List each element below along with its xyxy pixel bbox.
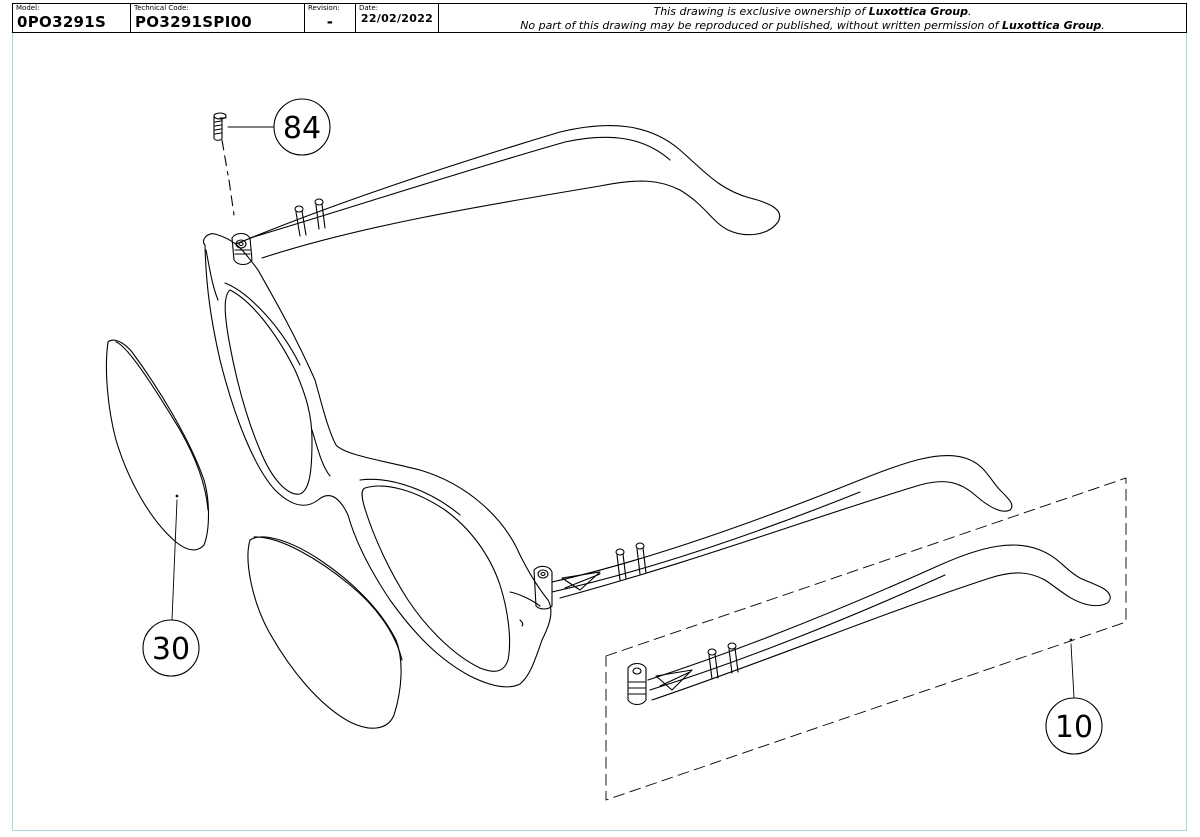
temple-exploded-panel (605, 477, 1127, 801)
notice-1-text: This drawing is exclusive ownership of (653, 5, 869, 18)
date-value: 22/02/2022 (360, 12, 434, 25)
model-cell: Model: 0PO3291S (13, 4, 131, 32)
lower-temple-attached (551, 454, 1013, 599)
date-cell: Date: 22/02/2022 (356, 4, 439, 32)
title-block: Model: 0PO3291S Technical Code: PO3291SP… (12, 3, 1187, 33)
model-value: 0PO3291S (17, 13, 107, 31)
callout-10: 10 (1045, 697, 1103, 755)
notice-1-owner: Luxottica Group (868, 5, 969, 18)
revision-label: Revision: (308, 4, 340, 12)
technical-code-cell: Technical Code: PO3291SPI00 (131, 4, 305, 32)
frame-front (202, 232, 553, 688)
callout-30-label: 30 (152, 632, 190, 667)
model-label: Model: (16, 4, 40, 12)
callout-10-label: 10 (1055, 710, 1093, 745)
callout-84-label: 84 (283, 111, 321, 146)
callout-30: 30 (142, 619, 200, 677)
lens-left (105, 339, 209, 551)
ownership-notice-cell: This drawing is exclusive ownership of L… (439, 4, 1186, 32)
date-label: Date: (359, 4, 379, 12)
lens-right (247, 536, 403, 729)
hinge-screw (213, 112, 235, 216)
callout-84: 84 (273, 98, 331, 156)
ownership-notice-line-1: This drawing is exclusive ownership of L… (439, 5, 1186, 18)
leader-lines (171, 126, 1075, 699)
technical-code-value: PO3291SPI00 (135, 13, 253, 31)
revision-cell: Revision: - (305, 4, 356, 32)
notice-2-end: . (1101, 19, 1105, 32)
notice-2-owner: Luxottica Group (1002, 19, 1102, 32)
notice-2-text: No part of this drawing may be reproduce… (520, 19, 1003, 32)
upper-temple (235, 125, 781, 259)
notice-1-end: . (968, 5, 972, 18)
technical-code-label: Technical Code: (134, 4, 189, 12)
revision-value: - (326, 13, 334, 31)
ownership-notice-line-2: No part of this drawing may be reproduce… (439, 19, 1186, 32)
